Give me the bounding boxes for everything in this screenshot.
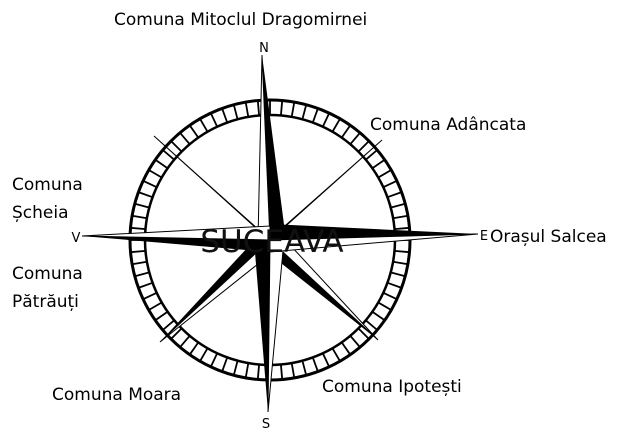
ring-tick <box>393 262 408 265</box>
label-southwest: Comuna Moara <box>52 385 181 406</box>
ring-tick <box>383 181 397 187</box>
ring-tick <box>155 312 167 321</box>
ring-tick <box>292 363 295 378</box>
ring-tick <box>323 353 329 367</box>
ring-tick <box>211 113 217 127</box>
label-west-lower-1: Comuna <box>12 264 83 285</box>
ring-tick <box>143 181 157 187</box>
center-label: SUCEAVA <box>200 224 343 260</box>
ring-tick <box>143 293 157 299</box>
ring-tick <box>180 133 190 144</box>
ring-tick <box>190 125 199 137</box>
ring-tick <box>281 365 282 380</box>
ring-tick <box>222 108 227 122</box>
ring-tick <box>388 283 402 288</box>
ring-tick <box>200 119 208 132</box>
ring-tick <box>281 101 282 116</box>
ring-tick <box>155 160 167 169</box>
ring-tick <box>149 170 162 178</box>
ring-tick <box>393 216 408 219</box>
ring-tick <box>333 119 341 132</box>
label-east: Orașul Salcea <box>490 227 607 248</box>
ring-tick <box>135 204 150 208</box>
ring-tick <box>234 105 238 120</box>
ring-tick <box>138 283 152 288</box>
point-south-light <box>268 240 284 412</box>
cardinal-east: E <box>480 229 488 244</box>
ring-tick <box>323 113 329 127</box>
ring-tick <box>358 141 369 152</box>
ring-tick <box>366 150 377 160</box>
ring-tick <box>246 363 249 378</box>
ring-tick <box>211 353 217 367</box>
ring-tick <box>333 348 341 361</box>
ring-tick <box>395 228 410 229</box>
ring-tick <box>372 312 384 321</box>
ring-tick <box>149 303 162 311</box>
ring-tick <box>292 102 295 117</box>
ring-tick <box>350 336 360 347</box>
ring-tick <box>258 101 259 116</box>
ring-tick <box>180 336 190 347</box>
ring-tick <box>391 204 406 208</box>
ring-tick <box>388 192 402 197</box>
ring-tick <box>395 251 410 252</box>
label-west-lower-2: Pătrăuți <box>12 292 79 313</box>
cardinal-west: V <box>72 231 81 246</box>
ring-tick <box>135 272 150 276</box>
label-southeast: Comuna Ipotești <box>322 377 462 398</box>
ring-tick <box>378 303 391 311</box>
ring-tick <box>171 141 182 152</box>
ring-tick <box>200 348 208 361</box>
ring-tick <box>391 272 406 276</box>
cardinal-south: S <box>262 417 270 432</box>
ring-tick <box>372 160 384 169</box>
ring-tick <box>383 293 397 299</box>
label-west-upper-1: Comuna <box>12 175 83 196</box>
ring-tick <box>234 361 238 376</box>
ring-tick <box>246 102 249 117</box>
ring-tick <box>190 342 199 354</box>
label-west-upper-2: Șcheia <box>12 203 69 224</box>
label-north: Comuna Mitoclul Dragomirnei <box>114 10 367 31</box>
ring-tick <box>302 361 306 376</box>
label-northeast: Comuna Adâncata <box>370 115 526 136</box>
ring-tick <box>132 216 147 219</box>
ring-tick <box>350 133 360 144</box>
ring-tick <box>302 105 306 120</box>
ring-tick <box>131 251 146 252</box>
ring-tick <box>258 365 259 380</box>
ring-tick <box>131 228 146 229</box>
ring-tick <box>222 358 227 372</box>
ring-tick <box>138 192 152 197</box>
ring-tick <box>163 150 174 160</box>
ring-tick <box>313 358 318 372</box>
cardinal-north: N <box>259 41 269 56</box>
ring-tick <box>342 342 351 354</box>
point-south <box>254 240 270 412</box>
ring-tick <box>313 108 318 122</box>
ring-tick <box>378 170 391 178</box>
ring-tick <box>132 262 147 265</box>
ring-tick <box>342 125 351 137</box>
